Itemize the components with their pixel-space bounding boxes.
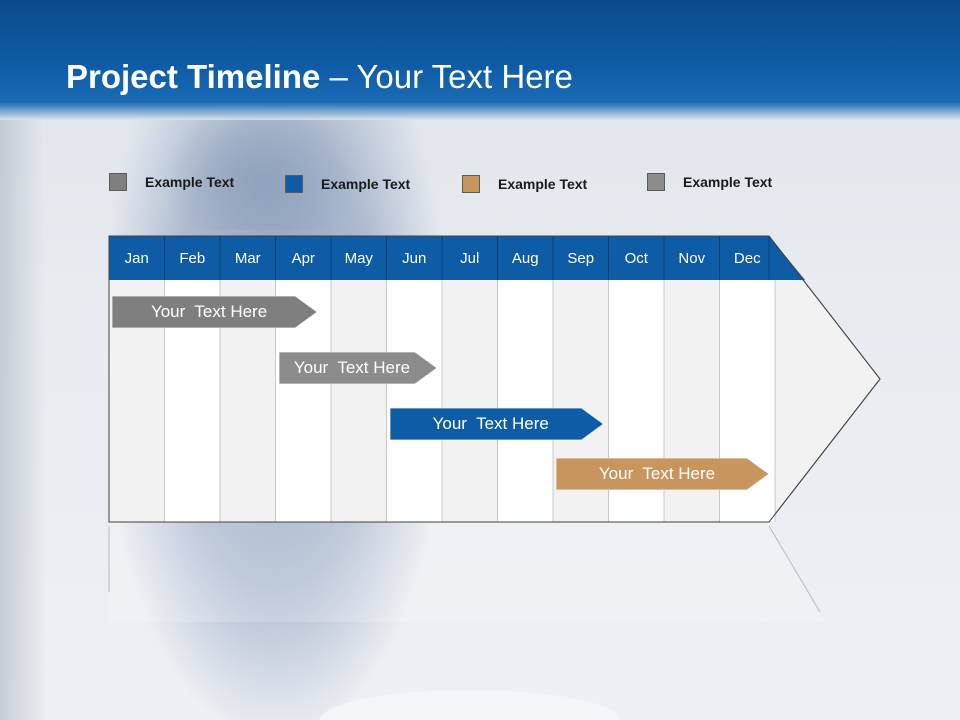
- month-label-aug: Aug: [511, 249, 539, 267]
- month-label-jan: Jan: [124, 249, 149, 267]
- legend-label-2: Example Text: [321, 176, 411, 192]
- month-label-oct: Oct: [624, 249, 648, 267]
- timeline-task-arrow-fill: [112, 296, 318, 328]
- timeline-task-label: Your Text Here: [432, 414, 549, 433]
- legend-label-1: Example Text: [145, 174, 235, 190]
- timeline-column: [498, 280, 554, 522]
- background-ladder: [0, 110, 45, 720]
- month-label-mar: Mar: [234, 249, 261, 267]
- legend-label-3: Example Text: [498, 176, 588, 192]
- timeline-task-arrow-shape: [112, 296, 318, 328]
- timeline-column: [387, 280, 443, 522]
- month-label-dec: Dec: [733, 249, 761, 267]
- timeline-task-arrow-shape: [556, 458, 769, 490]
- arrow-outline: [108, 235, 881, 523]
- legend-swatch-1: [109, 173, 127, 191]
- timeline-task-3: Your Text Here: [389, 408, 603, 440]
- timeline-task-1: Your Text Here: [112, 296, 318, 328]
- month-label-apr: Apr: [291, 249, 315, 267]
- timeline-task-4: Your Text Here: [556, 458, 769, 490]
- background-photo-head: [160, 100, 360, 230]
- timeline-task-label: Your Text Here: [293, 358, 411, 377]
- month-label-nov: Nov: [678, 249, 706, 267]
- arrow-reflection: [109, 522, 825, 622]
- slide-title-bold: Project Timeline: [66, 58, 321, 95]
- month-label-feb: Feb: [179, 249, 206, 267]
- timeline-column: [331, 280, 387, 522]
- month-label-may: May: [344, 249, 373, 267]
- legend-swatch-4: [647, 173, 665, 191]
- legend-swatch-3: [462, 175, 480, 193]
- legend-label-4: Example Text: [683, 174, 773, 190]
- timeline-task-arrow-fill: [278, 352, 437, 384]
- timeline-header-band: [109, 236, 805, 280]
- timeline-task-arrow-fill: [389, 408, 603, 440]
- header-band: Project Timeline – Your Text Here: [0, 0, 960, 120]
- timeline-task-arrow-fill: [556, 458, 769, 490]
- slide-title: Project Timeline – Your Text Here: [66, 58, 573, 96]
- month-label-jun: Jun: [402, 249, 427, 267]
- timeline-task-arrow-shape: [278, 352, 437, 384]
- timeline-task-2: Your Text Here: [278, 352, 437, 384]
- timeline-task-arrow-shape: [389, 408, 603, 440]
- slide-title-rest: – Your Text Here: [320, 58, 573, 95]
- legend: Example Text Example Text Example Text E…: [0, 170, 960, 200]
- month-label-jul: Jul: [460, 249, 480, 267]
- reflection-diagonal-edge: [768, 525, 821, 613]
- legend-item-1: Example Text: [109, 170, 234, 194]
- timeline-column: [442, 280, 498, 522]
- legend-item-3: Example Text: [462, 172, 587, 196]
- legend-swatch-2: [285, 175, 303, 193]
- timeline-task-label: Your Text Here: [150, 302, 268, 321]
- timeline-task-label: Your Text Here: [598, 464, 716, 483]
- legend-item-2: Example Text: [285, 172, 410, 196]
- legend-item-4: Example Text: [647, 170, 772, 194]
- month-label-sep: Sep: [567, 249, 595, 267]
